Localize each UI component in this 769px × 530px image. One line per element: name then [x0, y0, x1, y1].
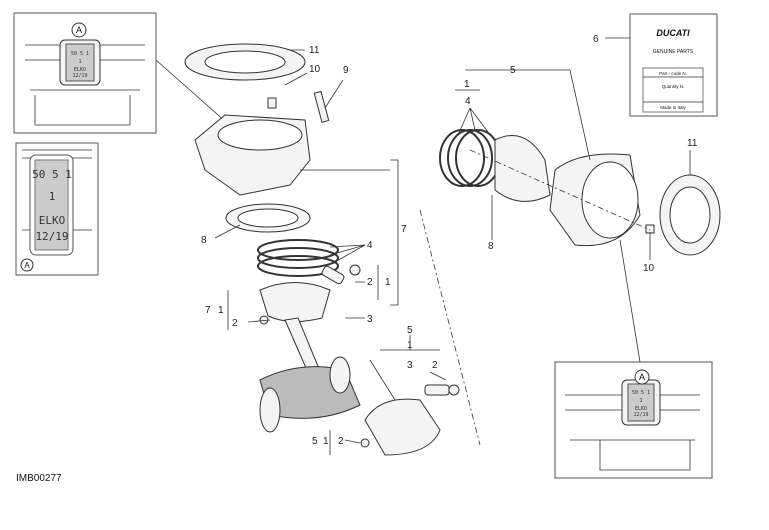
- dowel-pin: [267, 97, 277, 109]
- svg-text:12/19: 12/19: [72, 73, 87, 79]
- svg-text:Part - code N.: Part - code N.: [659, 71, 687, 76]
- piston: [259, 282, 331, 322]
- callout: 2: [232, 318, 238, 329]
- svg-text:12/19: 12/19: [35, 230, 68, 243]
- piston-2: [364, 398, 441, 456]
- callout: 5: [510, 65, 516, 76]
- detail-inset-top-left: 50 5 1 1 ELKO 12/19 A: [13, 12, 236, 134]
- svg-text:50 5 1: 50 5 1: [632, 390, 650, 396]
- svg-text:Made in Italy: Made in Italy: [660, 105, 686, 110]
- callout: 5: [407, 325, 413, 336]
- piston-pin-2: [424, 384, 450, 396]
- detail-inset-bottom-right: 50 5 1 1 ELKO 12/19 A: [554, 239, 713, 479]
- drawing-code: IMB00277: [16, 473, 62, 484]
- callout: 1: [218, 305, 224, 316]
- detail-marker-icon: [20, 258, 34, 272]
- genuine-parts-label: DUCATI GENUINE PARTS Part - code N. Quan…: [605, 13, 718, 117]
- callout: 11: [309, 45, 320, 56]
- callout: 9: [343, 65, 349, 76]
- svg-text:DUCATI: DUCATI: [656, 28, 690, 38]
- callout: 2: [432, 360, 438, 371]
- svg-text:12/19: 12/19: [633, 412, 648, 418]
- callout: 3: [367, 314, 373, 325]
- callout: 1: [385, 277, 391, 288]
- svg-text:Quantity N.: Quantity N.: [662, 84, 685, 89]
- callout: 7: [401, 224, 407, 235]
- svg-text:ELKO: ELKO: [39, 214, 66, 227]
- callout: 3: [407, 360, 413, 371]
- callout: 6: [593, 34, 599, 45]
- svg-text:A: A: [639, 372, 645, 382]
- callout: 1: [323, 436, 329, 447]
- svg-text:GENUINE PARTS: GENUINE PARTS: [653, 49, 694, 55]
- piston-rings-right: [439, 129, 485, 187]
- callout-labels: 11 10 9 8 4 7 2 1 3 7 1 2 5 1 3 2 5 1 2 …: [201, 34, 698, 447]
- svg-text:1: 1: [78, 59, 81, 65]
- svg-text:A: A: [24, 261, 30, 270]
- svg-text:A: A: [76, 25, 82, 35]
- callout: 2: [367, 277, 373, 288]
- piston-pin: [321, 265, 345, 285]
- piston-rings: [257, 239, 339, 261]
- callout: 1: [464, 79, 470, 90]
- callout: 8: [488, 241, 494, 252]
- cylinder-assembly-left: [184, 43, 460, 456]
- callout: 11: [687, 138, 698, 149]
- callout: 4: [367, 240, 373, 251]
- marking-detail-box: 50 5 1 1 ELKO 12/19 A: [15, 142, 99, 276]
- cylinder-assembly-right: [419, 129, 721, 446]
- svg-text:50 5 1: 50 5 1: [71, 51, 89, 57]
- svg-text:1: 1: [639, 398, 642, 404]
- svg-text:1: 1: [49, 190, 56, 203]
- base-gasket-right: [494, 135, 551, 202]
- callout: 4: [465, 96, 471, 107]
- svg-text:50 5 1: 50 5 1: [32, 168, 72, 181]
- callout: 10: [643, 263, 655, 274]
- callout: 5: [312, 436, 318, 447]
- stud: [313, 90, 330, 123]
- callout: 7: [205, 305, 211, 316]
- callout: 1: [407, 340, 413, 351]
- callout: 10: [309, 64, 321, 75]
- detail-marker-icon: [634, 369, 650, 385]
- callout: 8: [201, 235, 207, 246]
- detail-marker-icon: [71, 22, 87, 38]
- svg-text:ELKO: ELKO: [635, 406, 647, 412]
- svg-text:ELKO: ELKO: [74, 67, 86, 73]
- callout: 2: [338, 436, 344, 447]
